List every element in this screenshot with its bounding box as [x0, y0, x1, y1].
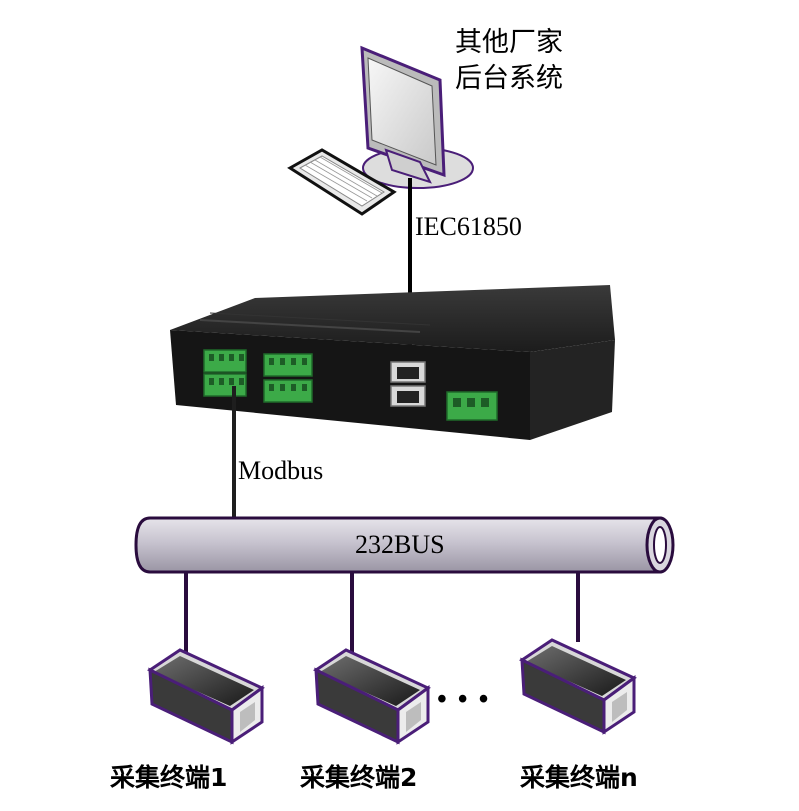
host-label-line2: 后台系统 [455, 63, 563, 94]
bus-label: 232BUS [355, 530, 445, 559]
gateway-device [170, 285, 615, 440]
terminal-n-icon [518, 638, 637, 735]
host-label-line1: 其他厂家 [455, 27, 563, 58]
ellipsis: • • • [437, 684, 491, 715]
lan-ports [390, 361, 426, 407]
modbus-label: Modbus [238, 456, 324, 485]
iec61850-label: IEC61850 [415, 212, 522, 241]
terminal-drop-lines [184, 572, 580, 652]
terminal-2-icon [312, 648, 431, 745]
terminal-1-icon [146, 648, 265, 745]
bus-pipe [134, 516, 675, 574]
terminal-n-label: 采集终端n [520, 763, 638, 792]
computer-monitor-icon [360, 45, 474, 189]
keyboard-icon [287, 148, 397, 216]
terminal-1-label: 采集终端1 [110, 763, 228, 792]
terminal-2-label: 采集终端2 [300, 763, 418, 792]
com2-connector [263, 353, 313, 403]
power-connector [446, 391, 498, 421]
